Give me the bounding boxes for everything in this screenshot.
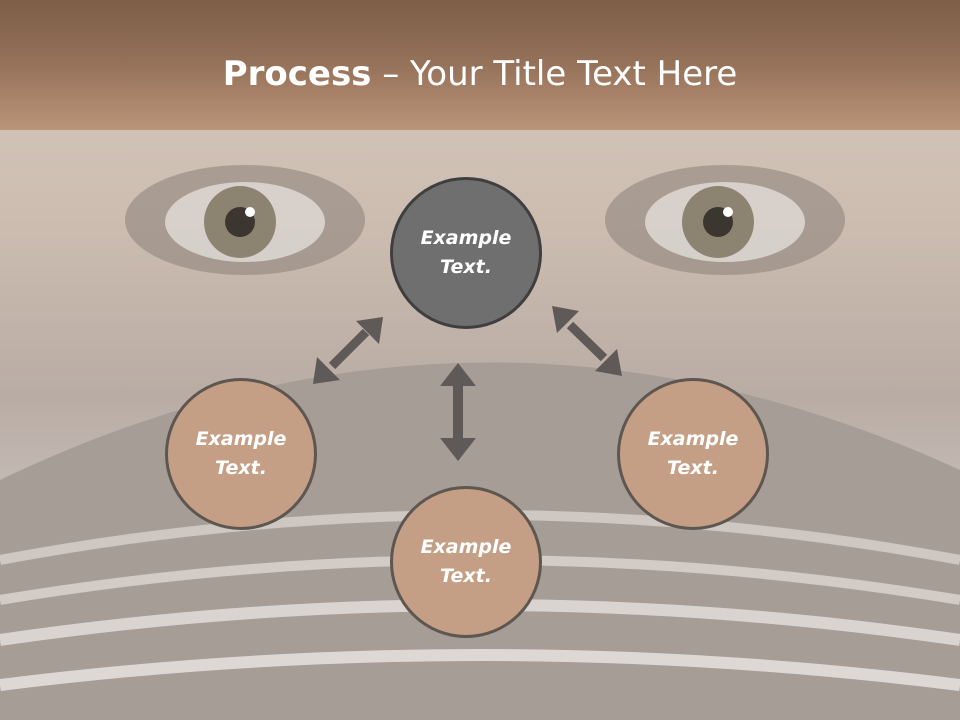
process-node-left-label: Example Text.: [195, 428, 287, 479]
arrow-top-left: [313, 317, 383, 384]
hat-stripe: [0, 649, 960, 691]
process-node-bottom[interactable]: Example Text.: [390, 486, 542, 638]
process-node-bottom-label: Example Text.: [420, 536, 512, 587]
slide-title: Process – Your Title Text Here: [0, 52, 960, 96]
slide-title-bold: Process: [222, 54, 372, 94]
process-node-top[interactable]: Example Text.: [390, 177, 542, 329]
title-bar: [0, 0, 960, 130]
process-node-right-label: Example Text.: [647, 428, 739, 479]
process-node-top-label: Example Text.: [420, 227, 512, 278]
arrow-center-vertical: [440, 363, 476, 461]
right-eye-highlight: [723, 207, 733, 217]
arrow-top-right: [552, 306, 622, 376]
slide-title-rest: – Your Title Text Here: [371, 54, 738, 94]
process-node-right[interactable]: Example Text.: [617, 378, 769, 530]
process-node-left[interactable]: Example Text.: [165, 378, 317, 530]
left-eye-highlight: [245, 207, 255, 217]
